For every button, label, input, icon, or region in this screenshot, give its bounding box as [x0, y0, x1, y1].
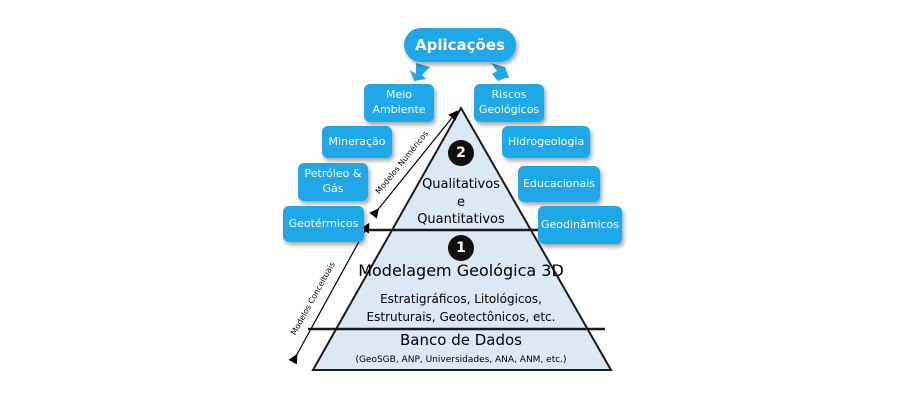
box-petroleo-gas: Petróleo & Gás: [298, 163, 368, 201]
top-line-2: e: [457, 195, 465, 210]
top-line-1: Qualitativos: [422, 177, 500, 192]
applications-header: Aplicações: [404, 28, 516, 62]
box-educacionais: Educacionais: [518, 166, 600, 202]
box-meio-ambiente: Meio Ambiente: [364, 84, 434, 122]
badge-1: 1: [448, 235, 474, 261]
arrow-down-left-icon: [410, 63, 430, 81]
box-mineracao: Mineração: [322, 126, 392, 158]
base-subtitle: (GeoSGB, ANP, Universidades, ANA, ANM, e…: [355, 355, 567, 365]
axis-arrow-lower: [288, 222, 370, 365]
middle-line-1: Estratigráficos, Litológicos,: [380, 292, 542, 306]
middle-title: Modelagem Geológica 3D: [358, 261, 564, 280]
arrow-down-right-icon: [491, 63, 509, 81]
box-geotermicos: Geotérmicos: [283, 206, 364, 242]
box-geodinamicos: Geodinâmicos: [538, 206, 622, 244]
box-riscos-geologicos: Riscos Geológicos: [474, 84, 544, 122]
top-line-3: Quantitativos: [417, 212, 505, 227]
middle-line-2: Estruturais, Geotectônicos, etc.: [366, 310, 556, 324]
axis-arrow-upper: [369, 110, 459, 219]
box-hidrogeologia: Hidrogeologia: [502, 126, 590, 158]
badge-2: 2: [448, 140, 474, 166]
base-title: Banco de Dados: [400, 331, 522, 349]
